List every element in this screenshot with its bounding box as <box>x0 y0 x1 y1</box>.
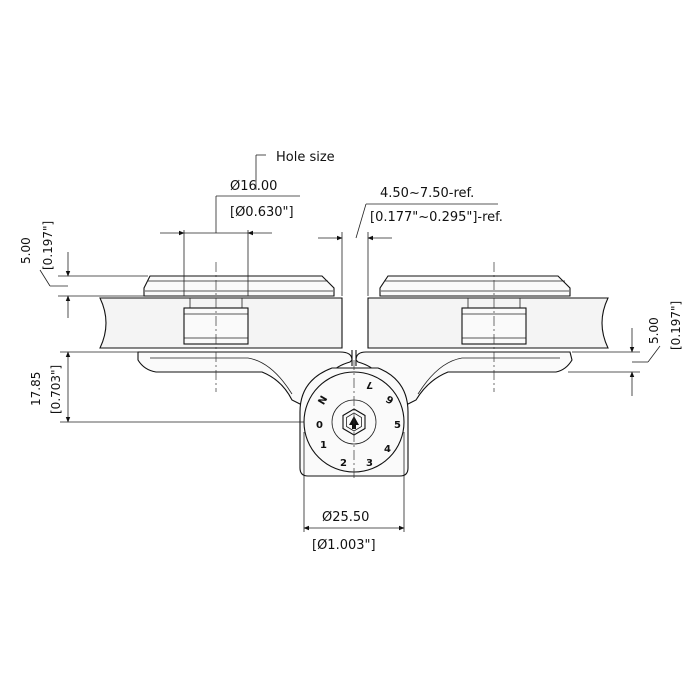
dial-number-3: 3 <box>366 458 373 469</box>
right-thickness-mm: 5.00 <box>647 317 661 344</box>
dial-number-1: 1 <box>320 440 327 451</box>
knob-diameter-in: [Ø1.003"] <box>312 538 376 553</box>
glass-gap-mm: 4.50~7.50-ref. <box>380 186 474 201</box>
dial-number-2: 2 <box>340 458 347 469</box>
glass-gap-dimension <box>318 203 498 296</box>
hole-diameter-mm: Ø16.00 <box>230 179 277 194</box>
height-in: [0.703"] <box>49 365 63 414</box>
hole-size-label: Hole size <box>276 150 335 165</box>
height-dimension <box>60 351 304 423</box>
top-clamp-plate-left <box>143 275 335 297</box>
left-thickness-dimension <box>39 252 148 318</box>
dial-number-6: 6 <box>384 392 396 405</box>
right-thickness-dimension <box>568 328 661 396</box>
dial-number-5: 5 <box>394 420 401 431</box>
hole-diameter-in: [Ø0.630"] <box>230 205 294 220</box>
glass-gap-in: [0.177"~0.295"]-ref. <box>370 210 503 225</box>
top-clamp-plate-right <box>379 275 571 297</box>
dial-number-7: 7 <box>366 379 373 390</box>
height-mm: 17.85 <box>29 372 43 406</box>
right-thickness-in: [0.197"] <box>669 301 683 350</box>
left-thickness-mm: 5.00 <box>19 237 33 264</box>
knob-diameter-dimension <box>303 432 405 532</box>
dial-number-4: 4 <box>384 444 391 455</box>
hole-size-dimension <box>160 154 300 296</box>
dial-number-0: 0 <box>316 420 323 431</box>
knob-diameter-mm: Ø25.50 <box>322 510 369 525</box>
left-thickness-in: [0.197"] <box>41 221 55 270</box>
